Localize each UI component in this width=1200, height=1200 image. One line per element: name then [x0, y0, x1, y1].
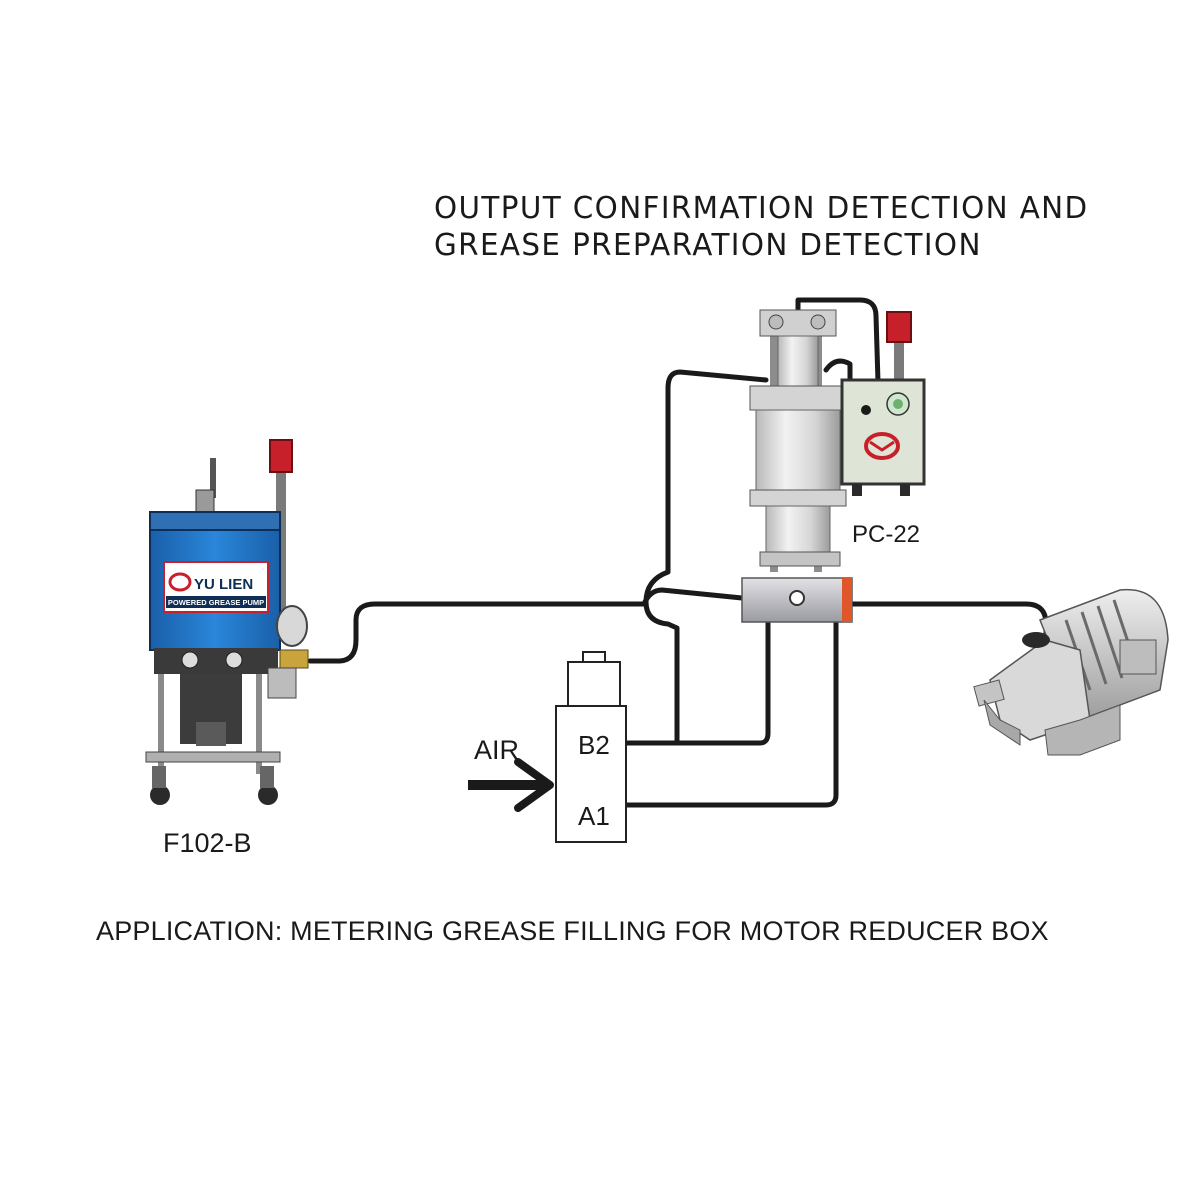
pump-brand-label: YU LIEN [194, 576, 253, 593]
controller-model-label: PC-22 [852, 521, 921, 548]
controller-wire [795, 297, 881, 385]
title-line-1: OUTPUT CONFIRMATION DETECTION AND [434, 191, 1089, 226]
air-input-label: AIR [474, 735, 520, 765]
application-caption: APPLICATION: METERING GREASE FILLING FOR… [96, 916, 1049, 946]
solenoid-valve-icon [555, 651, 627, 843]
motor-reducer-icon [973, 588, 1169, 756]
controller-wire-2 [823, 358, 853, 385]
pump-to-block-hose [307, 587, 745, 664]
valve-port-b2-label: B2 [578, 730, 610, 760]
metering-controller-icon [749, 309, 926, 572]
b2-line [623, 615, 771, 746]
title-line-2: GREASE PREPARATION DETECTION [434, 228, 982, 263]
grease-lines [307, 297, 1049, 808]
pump-model-label: F102-B [163, 828, 252, 858]
diagram-title: OUTPUT CONFIRMATION DETECTION AND GREASE… [434, 190, 1089, 264]
metering-block-icon [741, 577, 853, 623]
valve-port-a1-label: A1 [578, 801, 610, 831]
grease-pump-icon: YU LIEN POWERED GREASE PUMP [145, 439, 309, 805]
air-arrow-icon [468, 758, 554, 812]
pump-subtitle-label: POWERED GREASE PUMP [168, 598, 264, 607]
a1-line [623, 615, 839, 808]
block-to-motor-hose [850, 601, 1049, 643]
cylinder-return-line [643, 369, 769, 746]
